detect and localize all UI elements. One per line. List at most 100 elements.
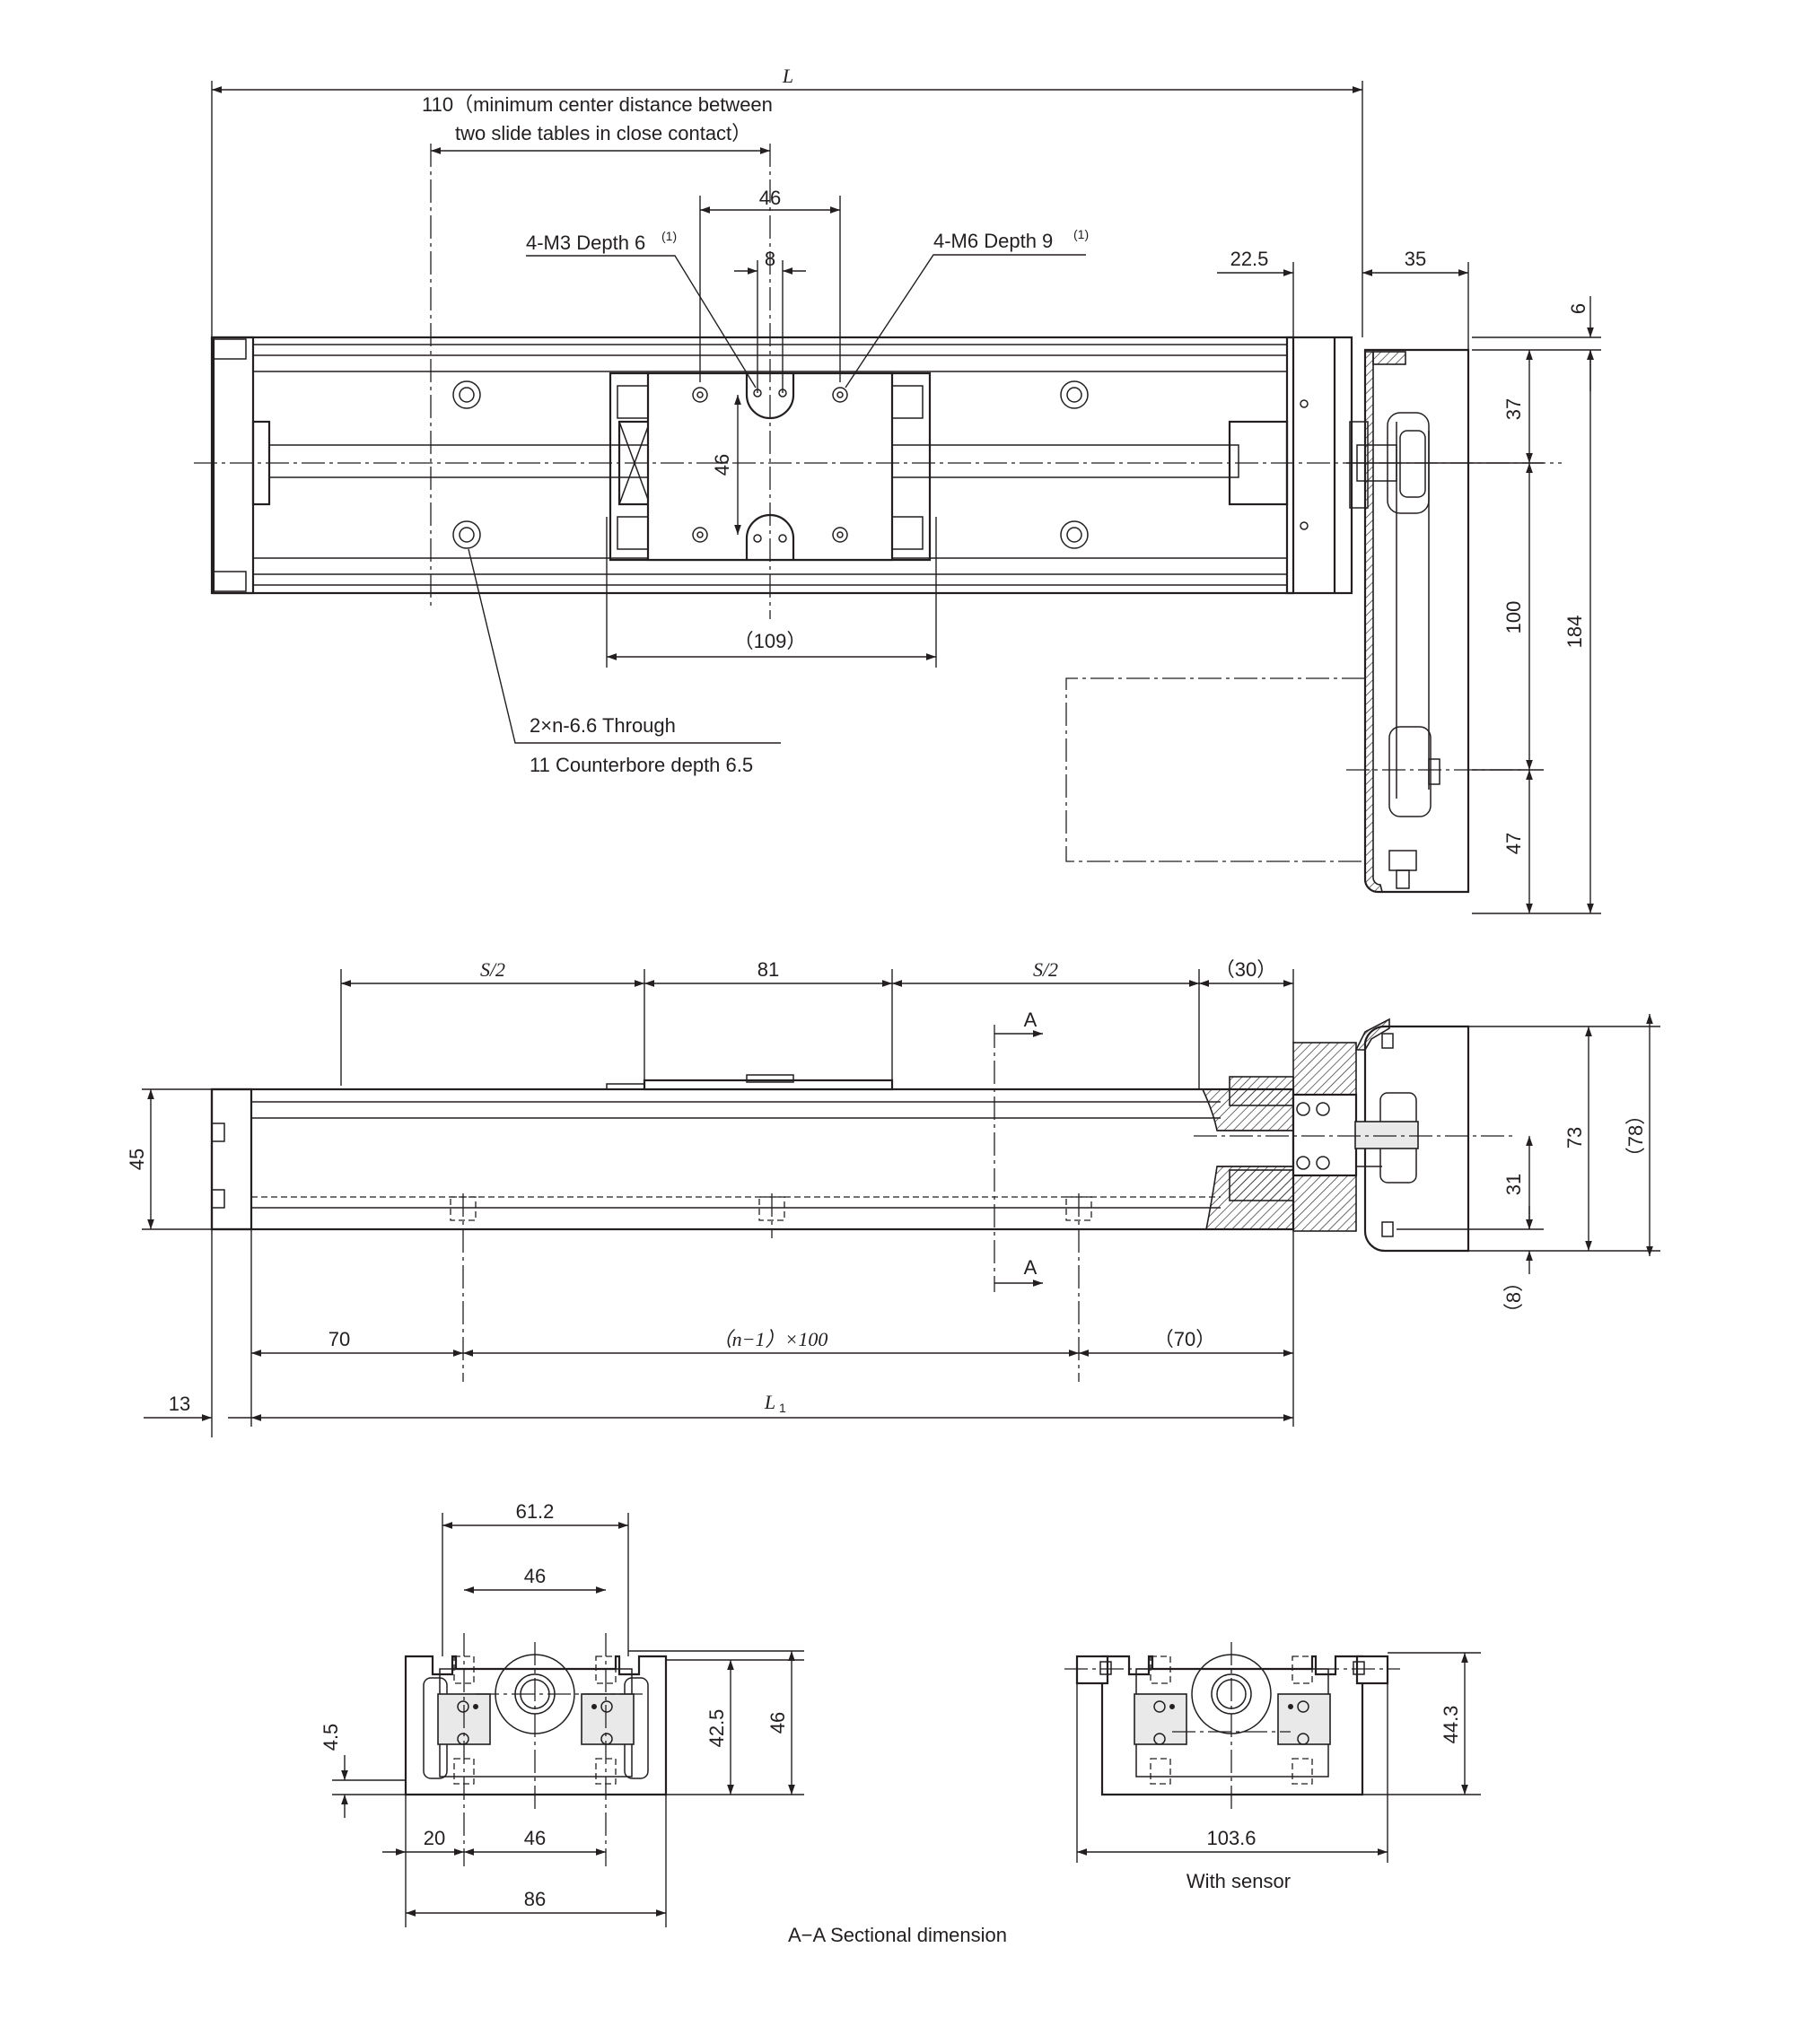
motor-outline bbox=[1065, 677, 1365, 862]
through-label-1: 2×n-6.6 Through bbox=[530, 714, 676, 737]
dim-pitch-label: （n−1）×100 bbox=[713, 1328, 828, 1350]
dim-110-label-1: 110（minimum center distance between bbox=[422, 93, 773, 116]
side-shaft bbox=[1354, 1121, 1419, 1149]
dim-L1-label: L bbox=[764, 1391, 775, 1413]
bearing-block-bottom bbox=[1229, 1169, 1294, 1201]
m6-note: (1) bbox=[1073, 227, 1089, 241]
sensor-head bbox=[1099, 1661, 1112, 1675]
dim-s2-right-label: S/2 bbox=[1033, 958, 1058, 981]
dim-35-label: 35 bbox=[1405, 248, 1426, 270]
driven-pulley bbox=[1388, 726, 1432, 817]
side-view: A A S/2 81 S/2 （30） 45 73 （7 bbox=[126, 958, 1660, 1437]
dim-L-label: L bbox=[782, 65, 793, 87]
dim-86-label: 86 bbox=[524, 1888, 546, 1910]
drive-pulley-hub bbox=[1399, 430, 1426, 498]
cover-screw bbox=[1381, 1221, 1394, 1237]
dim-8-label: （8） bbox=[1502, 1272, 1525, 1323]
dim-30-label: （30） bbox=[1215, 958, 1276, 981]
tension-bolt-head bbox=[1396, 869, 1410, 889]
leader-m6 bbox=[845, 254, 1086, 389]
sensor-head bbox=[1353, 1661, 1365, 1675]
sensor-hidden-bolt bbox=[1292, 1655, 1313, 1684]
sensor-block-right bbox=[1277, 1693, 1331, 1745]
dim-110-label-2: two slide tables in close contact） bbox=[455, 122, 751, 144]
through-label-2: 11 Counterbore depth 6.5 bbox=[530, 754, 753, 776]
with-sensor-label: With sensor bbox=[1186, 1870, 1291, 1892]
motor-mount-block bbox=[1285, 336, 1353, 595]
side-seal bbox=[606, 1083, 645, 1090]
sensor-rail-right bbox=[1355, 1655, 1389, 1685]
leader-m3 bbox=[526, 255, 757, 389]
sensor-bolts bbox=[1153, 1700, 1309, 1745]
bearing-block-top bbox=[1229, 1076, 1294, 1106]
dim-73-label: 73 bbox=[1563, 1127, 1586, 1149]
section-block-right bbox=[581, 1693, 635, 1745]
dim-70-left-label: 70 bbox=[328, 1328, 350, 1350]
dim-46-sec-top-label: 46 bbox=[524, 1565, 546, 1587]
dim-4-5-label: 4.5 bbox=[320, 1724, 342, 1751]
side-end-cap bbox=[210, 1088, 253, 1231]
sensor-hidden-bolt bbox=[1150, 1655, 1171, 1684]
table-seal bbox=[617, 516, 649, 550]
dim-20-label: 20 bbox=[424, 1827, 445, 1849]
sensor-hidden-bolt bbox=[1150, 1758, 1171, 1785]
cover-flange bbox=[1372, 351, 1406, 365]
section-bolts bbox=[457, 1700, 613, 1745]
cover-lip bbox=[1354, 1018, 1390, 1051]
tension-bolt bbox=[1388, 850, 1417, 871]
dim-46-height-label: 46 bbox=[766, 1712, 789, 1734]
section-caption: A−A Sectional dimension bbox=[788, 1924, 1007, 1946]
end-cap-notch bbox=[213, 571, 247, 592]
dim-81-label: 81 bbox=[757, 958, 779, 981]
cover-screw bbox=[1381, 1033, 1394, 1049]
dim-109-label: （109） bbox=[734, 630, 807, 652]
m6-label: 4-M6 Depth 9 bbox=[933, 230, 1053, 252]
dim-61-2-label: 61.2 bbox=[516, 1500, 555, 1523]
dim-46-sec-bottom-label: 46 bbox=[524, 1827, 546, 1849]
table-seal bbox=[891, 385, 924, 419]
sensor-hidden-bolt bbox=[1292, 1758, 1313, 1785]
bearing-ball bbox=[1316, 1156, 1330, 1170]
dim-45-label: 45 bbox=[126, 1149, 148, 1170]
top-view: L 110（minimum center distance between tw… bbox=[194, 65, 1601, 914]
dim-8-label: 8 bbox=[765, 248, 775, 270]
dim-s2-left-label: S/2 bbox=[480, 958, 505, 981]
bearing-bore bbox=[1292, 1093, 1358, 1177]
dim-46-vert-label: 46 bbox=[711, 454, 733, 476]
section-view: 61.2 46 4.5 42.5 46 20 46 86 bbox=[320, 1500, 1481, 1946]
table-seal bbox=[617, 385, 649, 419]
bearing-ball bbox=[1296, 1102, 1310, 1116]
bearing-ball bbox=[1296, 1156, 1310, 1170]
dim-44-3-label: 44.3 bbox=[1440, 1706, 1462, 1744]
dim-184-label: 184 bbox=[1563, 616, 1586, 649]
dim-70-right-label: （70） bbox=[1154, 1328, 1215, 1350]
side-cap-slot bbox=[211, 1189, 225, 1209]
dim-37-label: 37 bbox=[1502, 398, 1525, 420]
motor-shaft-stub bbox=[1349, 421, 1369, 509]
dim-47-label: 47 bbox=[1502, 833, 1525, 854]
dim-42-5-label: 42.5 bbox=[705, 1709, 728, 1748]
side-body bbox=[210, 1088, 1295, 1231]
m3-note: (1) bbox=[661, 229, 677, 243]
bearing-ball bbox=[1316, 1102, 1330, 1116]
section-a-top: A bbox=[1024, 1009, 1038, 1031]
section-a-bottom: A bbox=[1024, 1256, 1038, 1279]
side-cap-slot bbox=[211, 1122, 225, 1142]
sensor-block-left bbox=[1134, 1693, 1187, 1745]
dim-100-label: 100 bbox=[1502, 601, 1525, 634]
table-holes bbox=[692, 387, 848, 543]
tensioner bbox=[1428, 758, 1440, 785]
sensor-rail-left bbox=[1075, 1655, 1109, 1685]
dim-13-label: 13 bbox=[169, 1393, 190, 1415]
dim-22-5-label: 22.5 bbox=[1230, 248, 1269, 270]
leader-through bbox=[468, 548, 781, 744]
table-seal bbox=[891, 516, 924, 550]
dim-6-label: 6 bbox=[1567, 303, 1589, 314]
dim-L1-sub: 1 bbox=[779, 1401, 786, 1415]
m3-label: 4-M3 Depth 6 bbox=[526, 231, 645, 254]
dim-78-label: （78） bbox=[1624, 1105, 1647, 1166]
dim-31-label: 31 bbox=[1502, 1174, 1525, 1195]
end-cap-notch bbox=[213, 338, 247, 360]
cover-section bbox=[1364, 351, 1384, 893]
